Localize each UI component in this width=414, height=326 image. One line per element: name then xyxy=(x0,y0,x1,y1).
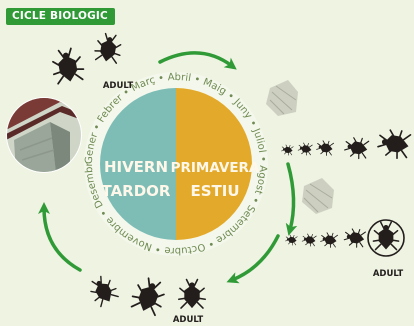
label-autumn: TARDOR xyxy=(102,182,171,200)
adult-highlight-ring xyxy=(367,219,405,257)
habitat-photo xyxy=(6,97,82,173)
winter-autumn-half xyxy=(100,88,176,240)
label-adult-bottom: ADULT xyxy=(173,315,204,325)
bug-icons xyxy=(52,32,412,317)
bug-adult-top-2 xyxy=(94,32,122,64)
label-summer: ESTIU xyxy=(190,182,239,200)
label-adult-right: ADULT xyxy=(373,269,404,279)
bug-nymph-row1-3 xyxy=(316,140,334,156)
arrow-top xyxy=(158,51,237,70)
bug-nymph-row1-4 xyxy=(344,137,370,160)
bug-nymph-row2-3 xyxy=(320,232,338,248)
bug-adult-bottom-2 xyxy=(130,277,165,317)
bug-adult-bottom-3 xyxy=(178,278,206,309)
egg-cluster-top xyxy=(266,80,298,116)
label-winter: HIVERN xyxy=(104,158,168,176)
bug-nymph-row2-1 xyxy=(285,234,298,246)
arrow-bottom-right xyxy=(226,234,280,284)
arrow-right xyxy=(285,162,298,236)
season-disc xyxy=(100,88,252,240)
label-adult-top: ADULT xyxy=(103,81,134,91)
bug-nymph-row1-2 xyxy=(297,142,313,156)
bug-adult-top-1 xyxy=(52,47,85,85)
arrow-bottom-left xyxy=(38,202,82,272)
bug-nymph-row1-5 xyxy=(377,129,412,159)
spring-summer-half xyxy=(176,88,252,240)
label-spring: PRIMAVERA xyxy=(171,160,260,176)
bug-nymph-row1-1 xyxy=(281,144,294,156)
bug-nymph-row2-4 xyxy=(343,228,366,248)
egg-cluster-middle xyxy=(302,178,334,214)
title-badge: CICLE BIOLOGIC xyxy=(6,8,115,25)
bug-adult-bottom-1 xyxy=(90,275,119,308)
bug-adult-right xyxy=(372,221,400,251)
bug-nymph-row2-2 xyxy=(301,233,317,247)
